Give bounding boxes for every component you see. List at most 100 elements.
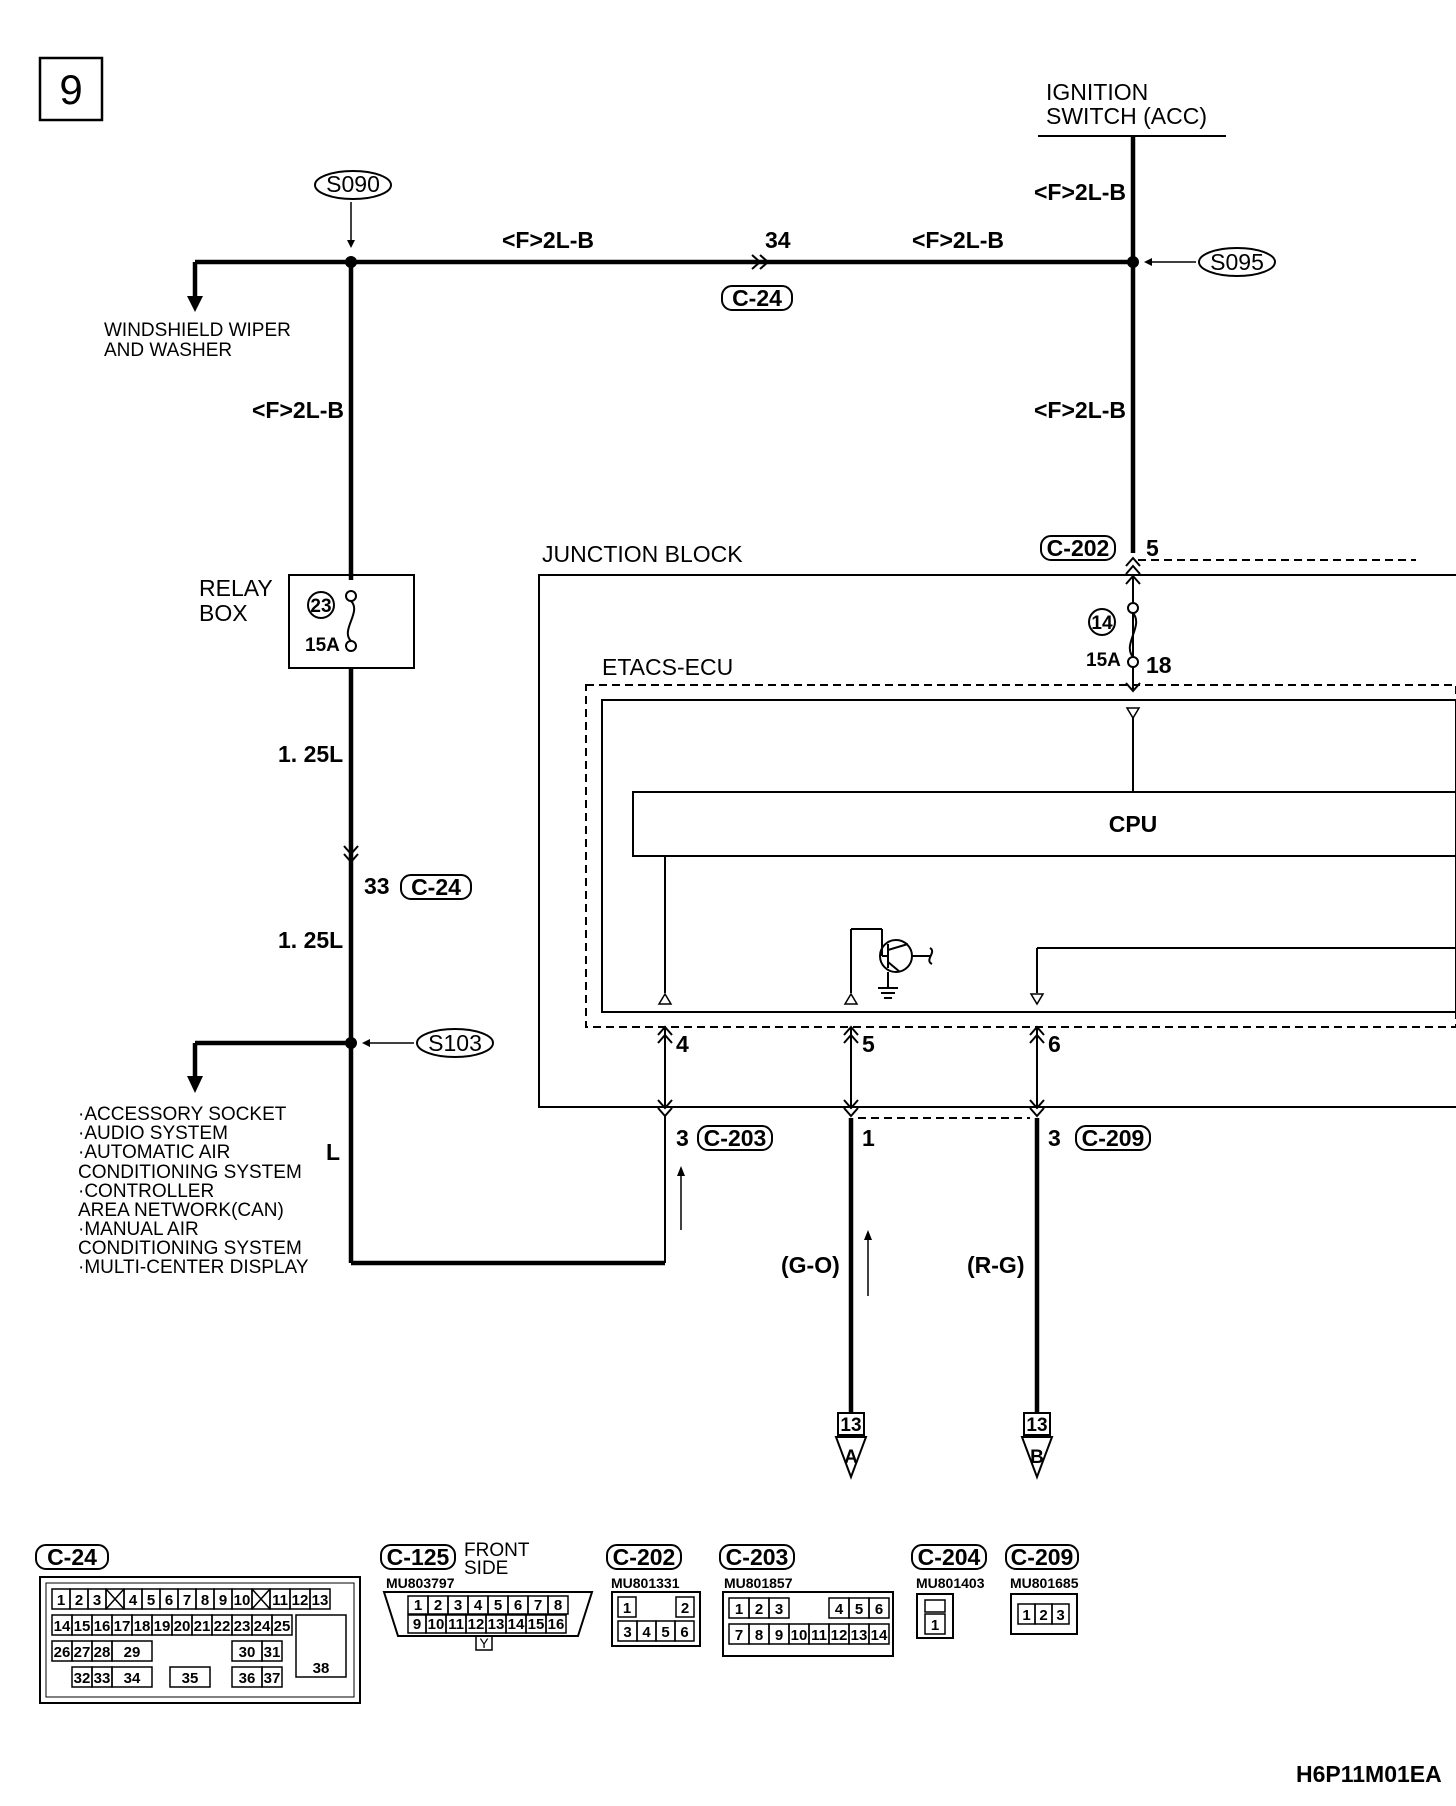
jb-fuse-terminal-top bbox=[1127, 602, 1139, 614]
view-c204-connector: 1 bbox=[916, 1593, 954, 1639]
c125-pin-4: 4 bbox=[474, 1597, 483, 1614]
wire-label-left-lower-1: 1. 25L bbox=[278, 741, 343, 767]
etacs-ecu-inner bbox=[601, 699, 1456, 1013]
c202-pin-1: 1 bbox=[623, 1600, 631, 1617]
c24-pin-13-cell bbox=[309, 1588, 331, 1610]
c125-pin-7: 7 bbox=[534, 1597, 542, 1614]
c203-pin-3: 3 bbox=[775, 1601, 783, 1618]
c203-pin-7: 7 bbox=[735, 1627, 743, 1644]
jb-fuse-terminal-bottom bbox=[1127, 656, 1139, 668]
c125-pin-11: 11 bbox=[448, 1616, 464, 1633]
view-c203-badge bbox=[719, 1544, 795, 1570]
junction-block-frame bbox=[538, 574, 1456, 1108]
relay-fuse-icon bbox=[346, 600, 356, 642]
relay-box-label-2: BOX bbox=[199, 600, 248, 626]
view-c203-label: C-203 bbox=[726, 1544, 789, 1570]
splice-s095-badge bbox=[1198, 247, 1276, 277]
c209-label: C-209 bbox=[1082, 1125, 1145, 1151]
c203-pin-14-cell bbox=[868, 1623, 890, 1645]
transistor-collector bbox=[887, 943, 909, 951]
dest-item-6: AREA NETWORK(CAN) bbox=[78, 1200, 284, 1221]
dest-item-5: ·CONTROLLER bbox=[78, 1181, 214, 1202]
c24-pin-14: 14 bbox=[54, 1618, 71, 1635]
jb-fuse-icon bbox=[1128, 612, 1138, 658]
c125-pin-14: 14 bbox=[508, 1616, 525, 1633]
splice-s095-pointer-head bbox=[1144, 258, 1152, 266]
splice-s103-label: S103 bbox=[428, 1030, 482, 1056]
c202-pin: 5 bbox=[1146, 535, 1159, 561]
c24-pin-13: 13 bbox=[312, 1592, 329, 1609]
c125-pin-2: 2 bbox=[434, 1597, 442, 1614]
c204-pin-1: 1 bbox=[931, 1617, 939, 1634]
splice-s090-badge bbox=[314, 170, 392, 200]
c202-label: C-202 bbox=[1047, 535, 1110, 561]
relay-fuse-terminal-top bbox=[345, 590, 357, 602]
c24-pin-17: 17 bbox=[114, 1618, 131, 1635]
c203-pin-5: 5 bbox=[855, 1601, 863, 1618]
view-c203-part: MU801857 bbox=[724, 1575, 793, 1591]
pin1-mark bbox=[843, 1099, 859, 1118]
dest-item-2: ·AUDIO SYSTEM bbox=[78, 1123, 228, 1144]
c24-pin-11: 11 bbox=[272, 1592, 288, 1609]
splice-dot-s090 bbox=[345, 256, 357, 268]
c203-mark bbox=[657, 1099, 673, 1118]
continuation-a-number: 13 bbox=[840, 1415, 861, 1436]
c24-pin-37: 37 bbox=[264, 1670, 281, 1687]
c24-pin-1: 1 bbox=[57, 1592, 65, 1609]
c24-mid-pin: 33 bbox=[364, 873, 390, 899]
c125-pin-13: 13 bbox=[488, 1616, 505, 1633]
page-number: 9 bbox=[59, 66, 82, 113]
wire-label-left-vertical: <F>2L-B bbox=[252, 397, 344, 423]
connector-mark-c24-mid bbox=[343, 845, 359, 864]
dest-item-4: CONDITIONING SYSTEM bbox=[78, 1162, 302, 1183]
c24-pin-3: 3 bbox=[93, 1592, 101, 1609]
c202-pin-4: 4 bbox=[642, 1624, 651, 1641]
view-c24-label: C-24 bbox=[47, 1544, 97, 1570]
c24-blank-cross bbox=[251, 1588, 271, 1610]
c24-pin-18: 18 bbox=[134, 1618, 151, 1635]
c203-pin-12: 12 bbox=[831, 1627, 848, 1644]
c203-pin-10: 10 bbox=[791, 1627, 808, 1644]
view-c209-badge bbox=[1005, 1544, 1079, 1570]
c24-pin-29-cell bbox=[111, 1640, 153, 1662]
c24-pin-2: 2 bbox=[75, 1592, 83, 1609]
ecu-pin6-triangle bbox=[1029, 993, 1045, 1006]
splice-s090-label: S090 bbox=[326, 171, 380, 197]
ignition-label-1: IGNITION bbox=[1046, 79, 1148, 105]
c203-label: C-203 bbox=[704, 1125, 767, 1151]
jb-fuse-number: 14 bbox=[1091, 613, 1113, 634]
ignition-label-2: SWITCH (ACC) bbox=[1046, 103, 1207, 129]
jb-fuse-pin: 18 bbox=[1146, 652, 1172, 678]
c203-pin-4: 4 bbox=[835, 1601, 844, 1618]
transistor-output bbox=[912, 947, 934, 965]
c202-pin-6-cell bbox=[674, 1620, 695, 1642]
c24-pin-15: 15 bbox=[74, 1618, 91, 1635]
c203-pin-13: 13 bbox=[851, 1627, 868, 1644]
pin5-mark bbox=[843, 1025, 859, 1044]
splice-s090-pointer-head bbox=[347, 240, 355, 248]
c203-pin-1: 1 bbox=[735, 1601, 743, 1618]
c125-pin-8: 8 bbox=[554, 1597, 562, 1614]
c24-pin-38-cell bbox=[295, 1614, 347, 1678]
wire-label-top-left: <F>2L-B bbox=[502, 227, 594, 253]
dest-item-3: ·AUTOMATIC AIR bbox=[78, 1142, 230, 1163]
continuation-b-arrow-icon bbox=[1020, 1436, 1054, 1480]
c24-mid-label: C-24 bbox=[411, 874, 461, 900]
view-c125-part: MU803797 bbox=[386, 1575, 455, 1591]
splice-s103-badge bbox=[416, 1028, 494, 1058]
connector-mark-c24-top bbox=[751, 254, 770, 270]
splice-s095-label: S095 bbox=[1210, 249, 1264, 275]
view-c125-note-2: SIDE bbox=[464, 1558, 508, 1579]
c125-pin-12: 12 bbox=[468, 1616, 485, 1633]
wiper-label-1: WINDSHIELD WIPER bbox=[104, 320, 291, 341]
view-c209-part: MU801685 bbox=[1010, 1575, 1079, 1591]
c24-pin-37-cell bbox=[261, 1666, 283, 1688]
cpu-label: CPU bbox=[1109, 811, 1158, 837]
c24-pin-6: 6 bbox=[165, 1592, 173, 1609]
c24-pin-22: 22 bbox=[214, 1618, 231, 1635]
etacs-ecu-frame bbox=[585, 684, 1456, 1028]
